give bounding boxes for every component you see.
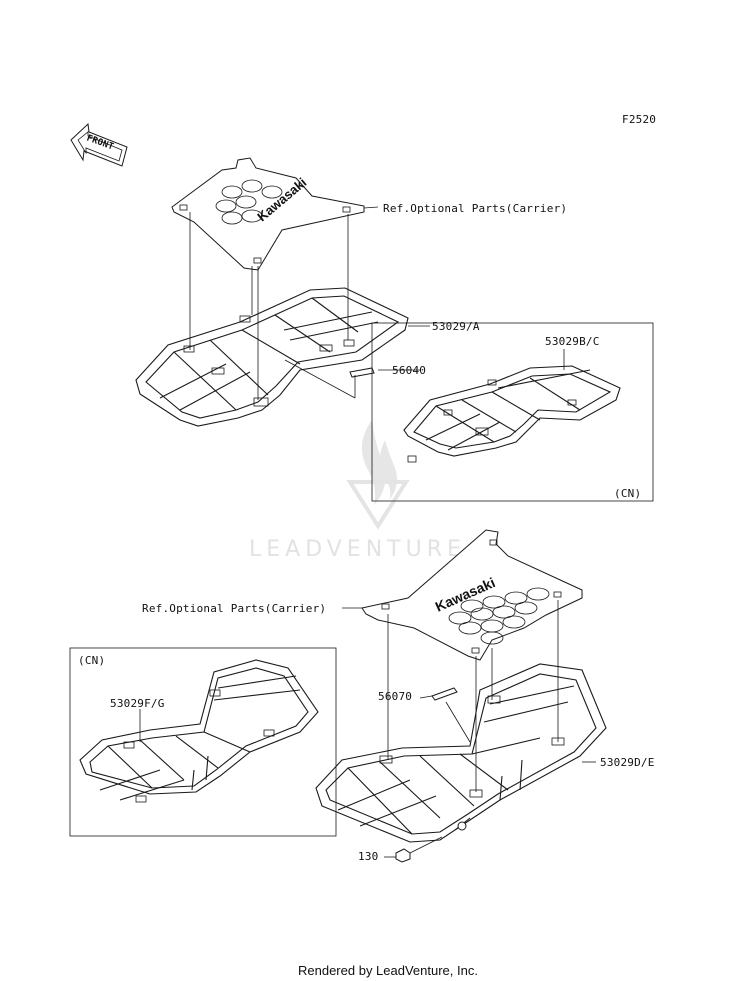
cn-upper-part-label: 53029B/C xyxy=(545,335,600,348)
lower-rack xyxy=(315,663,607,843)
upper-strip-56040 xyxy=(284,359,420,399)
front-arrow-icon xyxy=(70,122,128,167)
figure-code: F2520 xyxy=(622,113,657,126)
bolt-130-icon xyxy=(384,836,443,863)
upper-mount-lines xyxy=(189,206,379,400)
lower-carrier-ref-label: Ref.Optional Parts(Carrier) xyxy=(142,602,327,615)
lower-mount-lines xyxy=(342,600,559,792)
cn-box-lower xyxy=(69,647,337,837)
watermark-text: LEADVENTURE xyxy=(249,537,466,562)
lower-strip-part-label: 56070 xyxy=(378,690,413,703)
lower-rack-part-label: 53029D/E xyxy=(600,756,655,769)
cn-lower-region-label: (CN) xyxy=(78,654,106,667)
upper-carrier-ref-label: Ref.Optional Parts(Carrier) xyxy=(383,202,568,215)
footer-credit: Rendered by LeadVenture, Inc. xyxy=(298,963,478,978)
upper-carrier-plate: Kawasaki xyxy=(171,157,365,271)
lower-strip-56070 xyxy=(419,687,471,743)
upper-strip-part-label: 56040 xyxy=(392,364,427,377)
cn-box-upper xyxy=(371,322,654,502)
upper-rack xyxy=(135,287,409,427)
lower-carrier-plate: Kawasaki xyxy=(361,529,583,661)
bolt-part-label: 130 xyxy=(358,850,379,863)
cn-lower-part-label: 53029F/G xyxy=(110,697,165,710)
cn-rack-lower xyxy=(79,659,319,803)
upper-rack-part-label: 53029/A xyxy=(432,320,480,333)
cn-upper-region-label: (CN) xyxy=(614,487,642,500)
cn-rack-upper xyxy=(403,349,621,463)
leadventure-watermark: LEADVENTURE xyxy=(249,420,466,562)
